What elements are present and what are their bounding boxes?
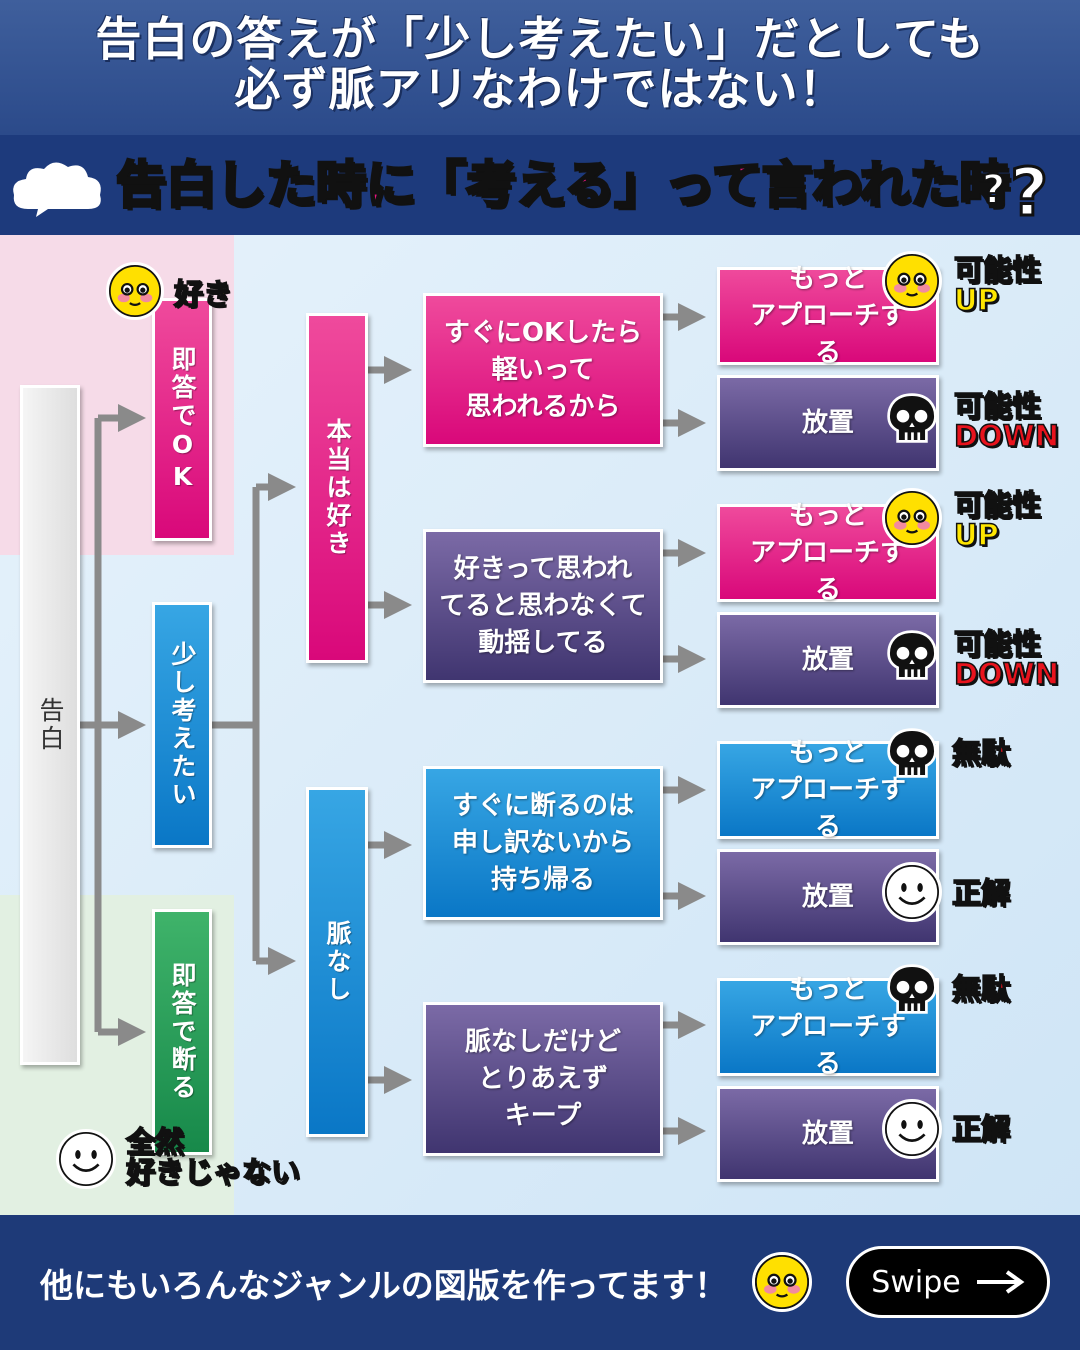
result-5: 無駄 bbox=[951, 736, 1011, 770]
result-1: 可能性 UP bbox=[953, 253, 1042, 317]
root-node: 告白 bbox=[20, 385, 80, 1065]
smile-face-icon bbox=[882, 1099, 942, 1159]
answer-think-label: 少し考えたい bbox=[168, 641, 197, 809]
feeling-like: 好き bbox=[173, 277, 233, 311]
answer-ok: 即答でOK bbox=[152, 298, 212, 541]
root-label: 告白 bbox=[36, 697, 65, 753]
footer: 他にもいろんなジャンルの図版を作ってます！ Swipe bbox=[0, 1215, 1080, 1350]
banner-title: 告白した時に「考える」って言われた時 bbox=[115, 155, 1011, 216]
cloud-icon bbox=[13, 162, 101, 217]
action-1: もっと アプローチする bbox=[717, 264, 939, 368]
answer-think: 少し考えたい bbox=[152, 602, 212, 848]
action-4-label: 放置 bbox=[801, 644, 854, 675]
action-8-label: 放置 bbox=[801, 1118, 854, 1149]
answer-refuse: 即答で断る bbox=[152, 909, 212, 1155]
skull-icon bbox=[882, 625, 942, 685]
reason-2: 好きって思われ てると思わなくて 動揺してる bbox=[423, 529, 663, 683]
reason-2-label: 好きって思われ てると思わなくて 動揺してる bbox=[439, 553, 647, 658]
flow-diagram: 告白 即答でOK 少し考えたい 即答で断る 好き 全然 好きじゃない 本当は好き… bbox=[0, 235, 1080, 1215]
meaning-like: 本当は好き bbox=[306, 313, 368, 663]
question-marks-icon: ? ? bbox=[982, 153, 1050, 228]
meaning-like-label: 本当は好き bbox=[323, 418, 352, 558]
result-6: 正解 bbox=[951, 876, 1011, 910]
result-4: 可能性 DOWN bbox=[953, 627, 1059, 691]
header-line-1: 告白の答えが「少し考えたい」だとしても bbox=[95, 12, 985, 66]
reason-3-label: すぐに断るのは 申し訳ないから 持ち帰る bbox=[451, 790, 634, 895]
swipe-button[interactable]: Swipe bbox=[846, 1246, 1050, 1318]
reason-1: すぐにOKしたら 軽いって 思われるから bbox=[423, 293, 663, 447]
answer-ok-label: 即答でOK bbox=[168, 345, 197, 494]
action-3-label: もっと アプローチする bbox=[749, 500, 906, 605]
meaning-no-chance-label: 脈なし bbox=[323, 920, 352, 1004]
result-3: 可能性 UP bbox=[953, 488, 1042, 552]
svg-text:?: ? bbox=[982, 167, 1005, 213]
action-2-label: 放置 bbox=[801, 407, 854, 438]
blush-face-icon bbox=[752, 1252, 812, 1312]
answer-refuse-label: 即答で断る bbox=[168, 962, 197, 1102]
reason-4: 脈なしだけど とりあえず キープ bbox=[423, 1002, 663, 1156]
blush-face-icon bbox=[882, 488, 942, 548]
blush-face-icon bbox=[882, 251, 942, 311]
svg-text:?: ? bbox=[1010, 154, 1048, 227]
action-7-label: もっと アプローチする bbox=[749, 974, 906, 1079]
skull-icon bbox=[882, 723, 942, 783]
header-line-2: 必ず脈アリなわけではない！ bbox=[234, 62, 846, 116]
smile-face-icon bbox=[882, 862, 942, 922]
result-8: 正解 bbox=[951, 1112, 1011, 1146]
reason-4-label: 脈なしだけど とりあえず キープ bbox=[464, 1026, 621, 1131]
action-5-label: もっと アプローチする bbox=[749, 737, 906, 842]
feeling-dislike: 全然 好きじゃない bbox=[125, 1125, 301, 1189]
swipe-button-label: Swipe bbox=[871, 1264, 961, 1300]
smile-face-icon bbox=[56, 1129, 116, 1189]
action-1-label: もっと アプローチする bbox=[749, 263, 906, 368]
result-7: 無駄 bbox=[951, 972, 1011, 1006]
arrow-right-icon bbox=[976, 1270, 1025, 1294]
connector-lines bbox=[80, 303, 706, 1145]
result-2: 可能性 DOWN bbox=[953, 389, 1059, 453]
skull-icon bbox=[882, 959, 942, 1019]
title-banner: 告白した時に「考える」って言われた時 ? ? bbox=[0, 135, 1080, 235]
footer-message: 他にもいろんなジャンルの図版を作ってます！ bbox=[40, 1266, 728, 1305]
reason-3: すぐに断るのは 申し訳ないから 持ち帰る bbox=[423, 766, 663, 920]
skull-icon bbox=[882, 388, 942, 448]
action-6-label: 放置 bbox=[801, 881, 854, 912]
meaning-no-chance: 脈なし bbox=[306, 787, 368, 1137]
header: 告白の答えが「少し考えたい」だとしても 必ず脈アリなわけではない！ bbox=[0, 0, 1080, 135]
reason-1-label: すぐにOKしたら 軽いって 思われるから bbox=[443, 317, 643, 422]
blush-face-icon bbox=[106, 262, 164, 320]
